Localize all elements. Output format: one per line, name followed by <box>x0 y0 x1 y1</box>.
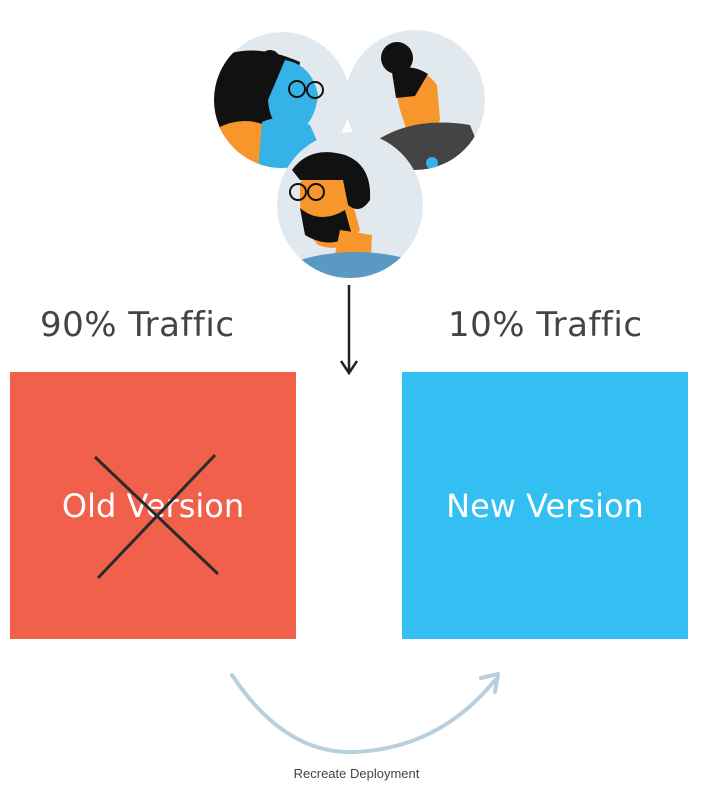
new-version-box: New Version <box>402 372 688 639</box>
new-traffic-label: 10% Traffic <box>448 305 643 345</box>
old-version-label: Old Version <box>61 486 245 525</box>
avatar-woman-glasses <box>214 32 350 168</box>
deployment-caption: Recreate Deployment <box>293 766 420 781</box>
curved-arrow-icon <box>230 672 500 755</box>
down-arrow-icon <box>339 285 359 376</box>
avatar-bearded-man <box>277 132 423 278</box>
new-version-label: New Version <box>446 486 644 525</box>
old-version-box: Old Version <box>10 372 296 639</box>
users-avatar-group-icon <box>214 30 485 278</box>
old-traffic-label: 90% Traffic <box>40 305 235 345</box>
